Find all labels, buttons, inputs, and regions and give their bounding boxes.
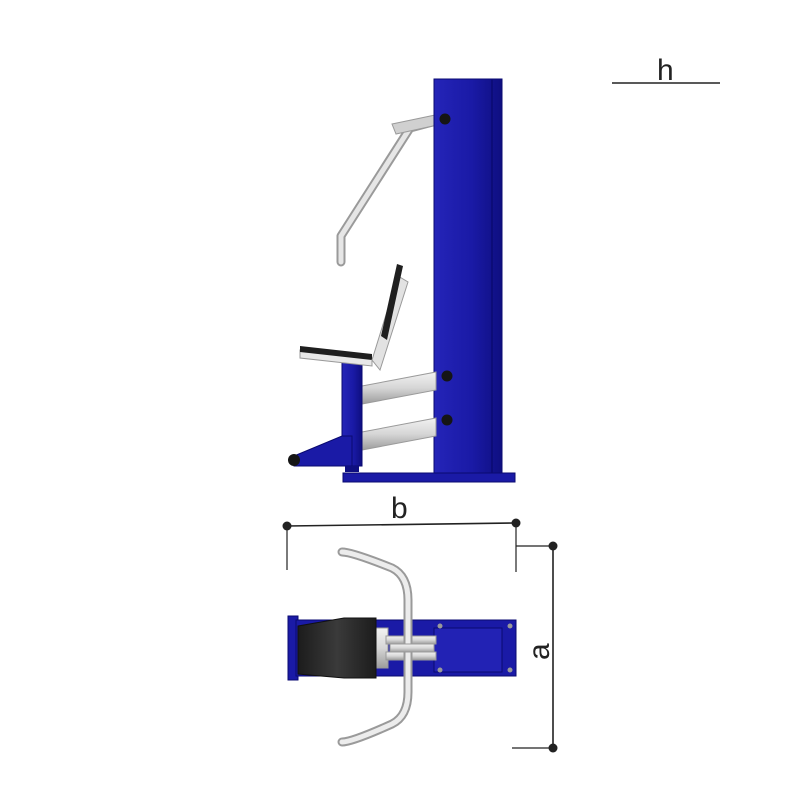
label-a: a <box>523 643 556 660</box>
label-h: h <box>657 54 674 87</box>
bolt-icon <box>441 370 453 382</box>
foot-cap-icon <box>288 454 300 466</box>
connecting-bars <box>361 371 437 451</box>
base-bracket <box>293 435 353 467</box>
backrest <box>371 264 409 372</box>
seat <box>299 346 373 367</box>
bolt-icon <box>439 113 451 125</box>
side-view <box>288 78 516 483</box>
label-b: b <box>391 492 408 525</box>
top-view <box>287 547 517 747</box>
post-top-plate <box>433 627 503 673</box>
main-post <box>433 78 503 478</box>
handle-bar-top <box>337 547 435 747</box>
base-plate <box>342 472 516 483</box>
dimension-a: a <box>512 541 558 753</box>
dimension-b: b <box>282 492 521 572</box>
dimension-h: h <box>612 54 720 87</box>
bolt-icon <box>441 414 453 426</box>
upper-handle-bar <box>336 113 445 267</box>
seat-top <box>297 617 377 679</box>
